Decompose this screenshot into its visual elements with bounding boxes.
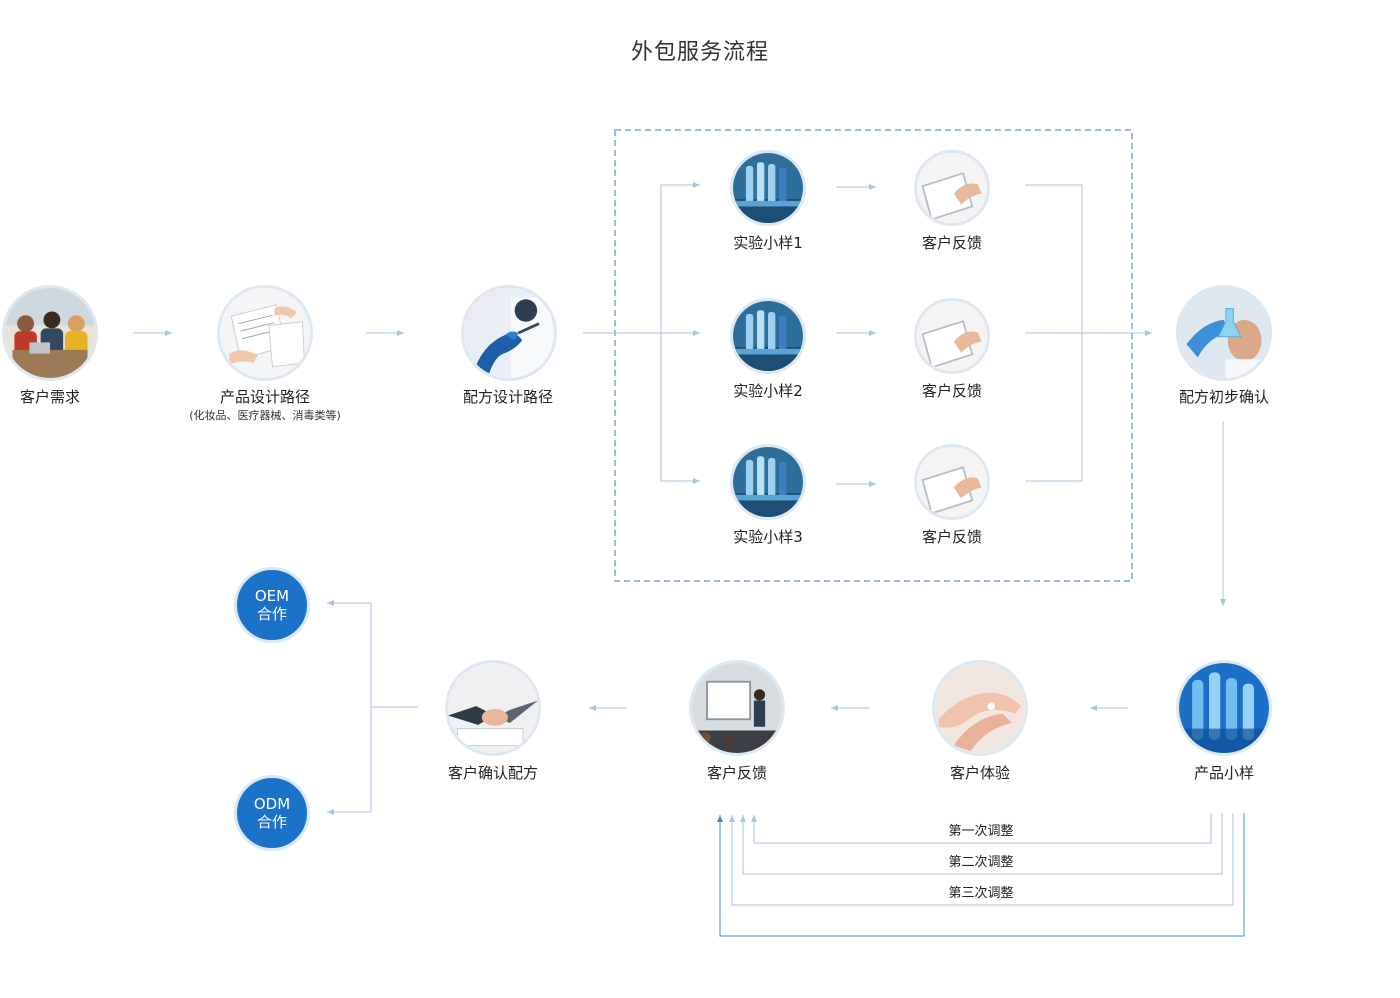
customer-experience-image (932, 660, 1028, 756)
formula-design-image (461, 285, 557, 381)
branch-to-sample1 (660, 182, 700, 333)
oem-sublabel: 合作 (256, 605, 287, 623)
sample1-image (730, 150, 806, 226)
feedback2-label: 客户反馈 (921, 382, 983, 400)
adjust-loop-2 (740, 813, 1223, 875)
formula-confirm-image (1176, 285, 1272, 381)
adjustment-1-label: 第一次调整 (948, 824, 1014, 839)
product-sample-label: 产品小样 (1193, 764, 1255, 782)
oem-label: OEM (254, 587, 290, 605)
feedback1-label: 客户反馈 (921, 234, 983, 252)
adjust-loop-final (717, 813, 1245, 937)
product-design-sublabel: (化妆品、医疗器械、消毒类等) (189, 409, 341, 422)
sample1-label: 实验小样1 (733, 234, 803, 252)
experiment-group-box (614, 129, 1133, 582)
customer-demand-image (2, 285, 98, 381)
product-sample-image (1176, 660, 1272, 756)
product-design-image (217, 285, 313, 381)
customer-experience-label: 客户体验 (949, 764, 1011, 782)
sample3-label: 实验小样3 (733, 528, 803, 546)
adjustment-3-label: 第三次调整 (948, 886, 1014, 901)
branch-to-sample3 (660, 333, 700, 484)
customer-confirm-label: 客户确认配方 (447, 764, 539, 782)
feedback3-label: 客户反馈 (921, 528, 983, 546)
sample2-label: 实验小样2 (733, 382, 803, 400)
feedback3-image (914, 444, 990, 520)
customer-demand-label: 客户需求 (19, 388, 81, 406)
customer-confirm-image (445, 660, 541, 756)
adjust-loop-3 (729, 813, 1234, 906)
sample2-image (730, 298, 806, 374)
feedback1-image (914, 150, 990, 226)
formula-confirm-label: 配方初步确认 (1178, 388, 1270, 406)
oem-cooperation: OEM 合作 (234, 567, 310, 643)
odm-label: ODM (253, 795, 291, 813)
customer-feedback-label: 客户反馈 (706, 764, 768, 782)
product-design-label: 产品设计路径 (219, 388, 311, 406)
adjust-loop-1 (751, 813, 1212, 844)
formula-design-label: 配方设计路径 (462, 388, 554, 406)
feedback2-image (914, 298, 990, 374)
odm-cooperation: ODM 合作 (234, 775, 310, 851)
odm-sublabel: 合作 (256, 813, 287, 831)
adjustment-2-label: 第二次调整 (948, 855, 1014, 870)
customer-feedback-image (689, 660, 785, 756)
sample3-image (730, 444, 806, 520)
page-title: 外包服务流程 (630, 40, 769, 65)
